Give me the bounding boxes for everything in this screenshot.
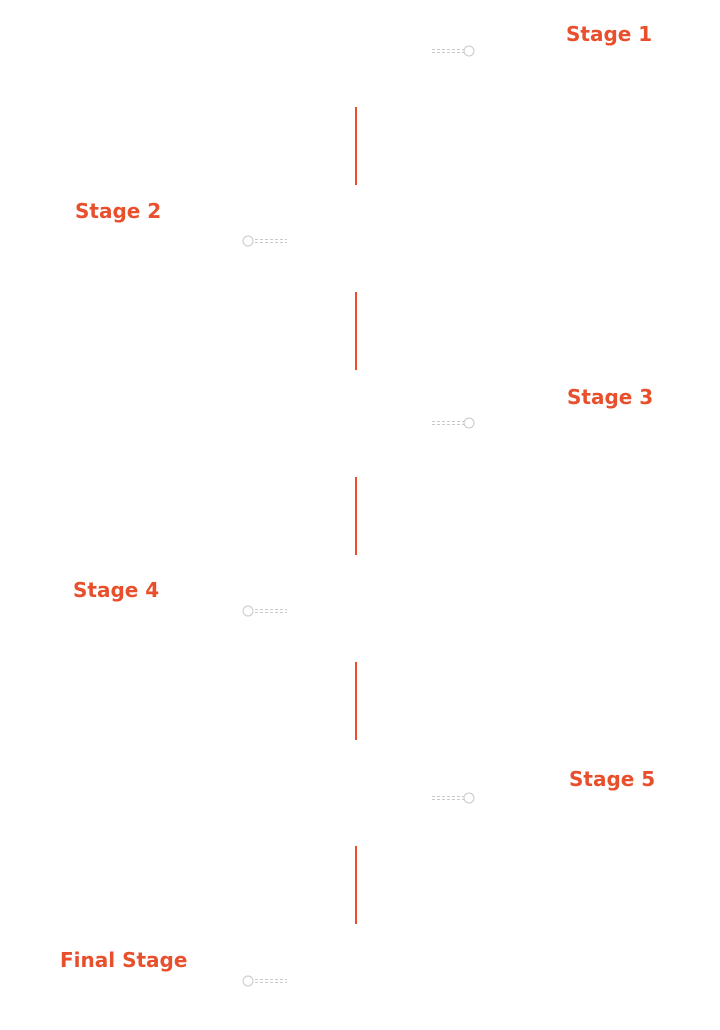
timeline-segment — [355, 107, 357, 185]
dashed-circle-connector-icon — [242, 235, 287, 247]
timeline-segment — [355, 662, 357, 740]
dashed-circle-connector-icon — [432, 417, 475, 429]
stage-3-label: Stage 3 — [567, 385, 654, 409]
timeline-segment — [355, 846, 357, 924]
dashed-circle-connector-icon — [242, 975, 287, 987]
dashed-circle-connector-icon — [242, 605, 287, 617]
timeline-segment — [355, 292, 357, 370]
stage-4-label: Stage 4 — [73, 578, 160, 602]
final-stage-label: Final Stage — [60, 948, 188, 972]
timeline-segment — [355, 477, 357, 555]
stage-5-label: Stage 5 — [569, 767, 656, 791]
dashed-circle-connector-icon — [432, 45, 475, 57]
stage-1-label: Stage 1 — [566, 22, 653, 46]
stage-2-label: Stage 2 — [75, 199, 162, 223]
dashed-circle-connector-icon — [432, 792, 475, 804]
